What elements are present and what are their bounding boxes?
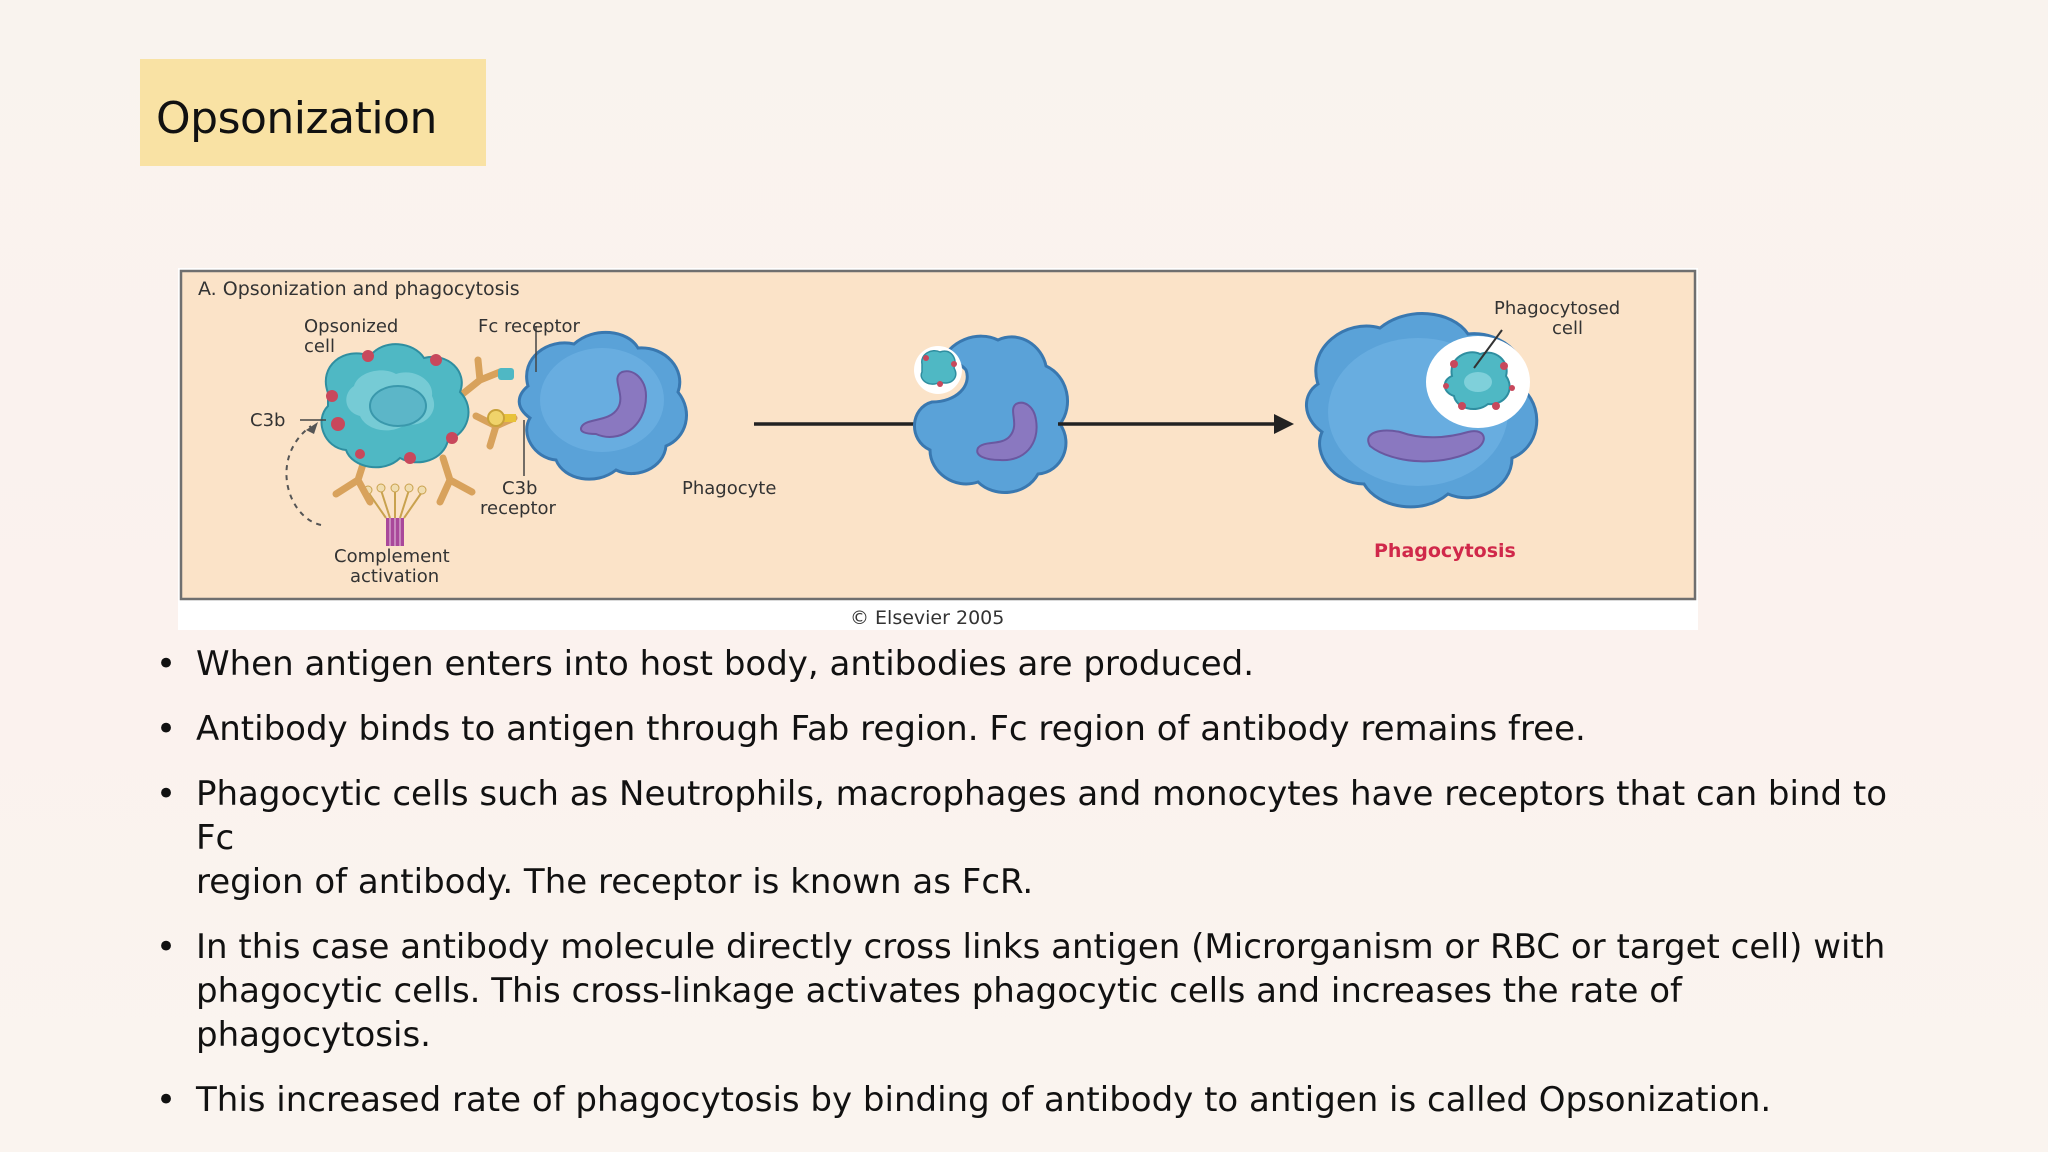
phagocytosed-pointer: [1473, 329, 1503, 369]
panel-title: A. Opsonization and phagocytosis: [198, 278, 520, 300]
opsonization-figure: A. Opsonization and phagocytosis: [178, 268, 1698, 630]
label-phagocytosed-1: Phagocytosed: [1494, 298, 1620, 319]
arrowhead-2: [1274, 414, 1294, 434]
label-c3b-receptor-2: receptor: [480, 498, 557, 519]
label-phagocytosed-2: cell: [1552, 318, 1583, 339]
bullet-item: • In this case antibody molecule directl…: [150, 925, 1890, 1057]
bullet-list: • When antigen enters into host body, an…: [150, 642, 1890, 1143]
bullet-marker: •: [156, 644, 177, 684]
label-phagocyte: Phagocyte: [682, 478, 776, 499]
opsonization-diagram: A. Opsonization and phagocytosis: [179, 269, 1697, 629]
bullet-marker: •: [156, 927, 177, 967]
bullet-marker: •: [156, 774, 177, 814]
bullet-item: • Phagocytic cells such as Neutrophils, …: [150, 772, 1890, 904]
bullet-item: • This increased rate of phagocytosis by…: [150, 1078, 1890, 1122]
phagocyte-2-nucleus: [976, 401, 1038, 462]
bullet-text: This increased rate of phagocytosis by b…: [196, 1080, 1772, 1120]
bullet-text-line1: Phagocytic cells such as Neutrophils, ma…: [196, 774, 1888, 858]
antibody-upper: [456, 356, 504, 400]
label-c3b: C3b: [250, 410, 285, 431]
fc-receptor: [498, 368, 514, 380]
slide-title: Opsonization: [156, 93, 437, 144]
label-c3b-receptor-1: C3b: [502, 478, 537, 499]
complement-arrow: [285, 425, 322, 526]
antibody-lower-right: [436, 454, 476, 506]
label-complement-2: activation: [350, 566, 439, 587]
phagocyte-2: [913, 334, 1069, 494]
label-complement-1: Complement: [334, 546, 450, 567]
bullet-text-line2: region of antibody. The receptor is know…: [196, 862, 1034, 902]
phagocyte-3-nucleus: [1367, 429, 1485, 463]
bullet-text: Antibody binds to antigen through Fab re…: [196, 709, 1586, 749]
label-copyright: © Elsevier 2005: [850, 607, 1004, 629]
label-opsonized-1: Opsonized: [304, 316, 398, 337]
label-opsonized-2: cell: [304, 336, 335, 357]
opsonized-cell-nucleus: [369, 385, 427, 427]
label-fc-receptor: Fc receptor: [478, 316, 581, 337]
bullet-item: • Antibody binds to antigen through Fab …: [150, 707, 1890, 751]
bullet-marker: •: [156, 709, 177, 749]
c3b-dot: [331, 417, 345, 431]
bullet-text: When antigen enters into host body, anti…: [196, 644, 1255, 684]
phagocyte-1-nucleus: [580, 370, 648, 438]
bullet-text-line1: In this case antibody molecule directly …: [196, 927, 1886, 967]
complement-arrowhead: [306, 422, 318, 434]
label-phagocytosis: Phagocytosis: [1374, 540, 1516, 562]
bullet-text-line2: phagocytic cells. This cross-linkage act…: [196, 971, 1683, 1055]
title-box: Opsonization: [140, 59, 486, 166]
small-antigen: [920, 350, 957, 385]
bullet-marker: •: [156, 1080, 177, 1120]
bullet-item: • When antigen enters into host body, an…: [150, 642, 1890, 686]
